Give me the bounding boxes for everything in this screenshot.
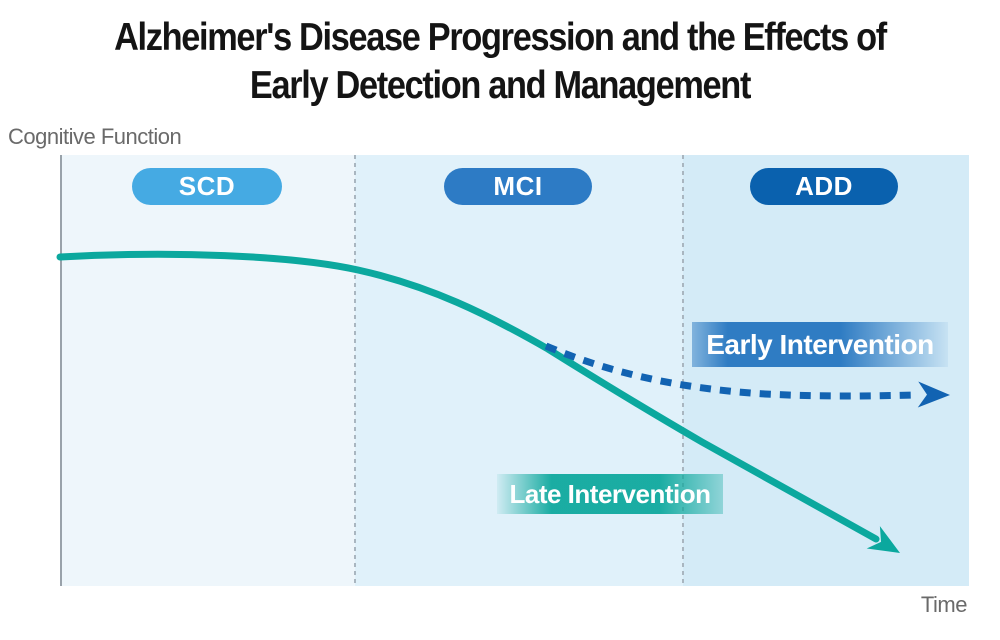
stage-band-mci: [355, 155, 683, 586]
plot-area: [60, 155, 969, 586]
stage-pill-add-label: ADD: [795, 171, 853, 201]
stage-band-scd: [62, 155, 355, 586]
stage-pill-scd: SCD: [132, 168, 282, 205]
early-intervention-ribbon: Early Intervention: [692, 322, 948, 367]
late-intervention-ribbon: Late Intervention: [497, 474, 723, 514]
stage-pill-scd-label: SCD: [178, 171, 236, 201]
title-line-2: Early Detection and Management: [249, 63, 751, 107]
stage-band-add: [683, 155, 969, 586]
late-intervention-label: Late Intervention: [509, 478, 711, 509]
stage-pill-add: ADD: [750, 168, 898, 205]
stage-divider-scd-mci: [354, 155, 356, 586]
stage-pill-mci-label: MCI: [493, 171, 543, 201]
title-line-1: Alzheimer's Disease Progression and the …: [114, 16, 887, 59]
x-axis-label: Time: [920, 592, 968, 617]
y-axis-label: Cognitive Function: [8, 124, 182, 149]
stage-divider-mci-add: [682, 155, 684, 586]
page-title: Alzheimer's Disease Progression and the …: [60, 14, 940, 109]
stage-pill-mci: MCI: [444, 168, 592, 205]
early-intervention-label: Early Intervention: [706, 328, 934, 360]
